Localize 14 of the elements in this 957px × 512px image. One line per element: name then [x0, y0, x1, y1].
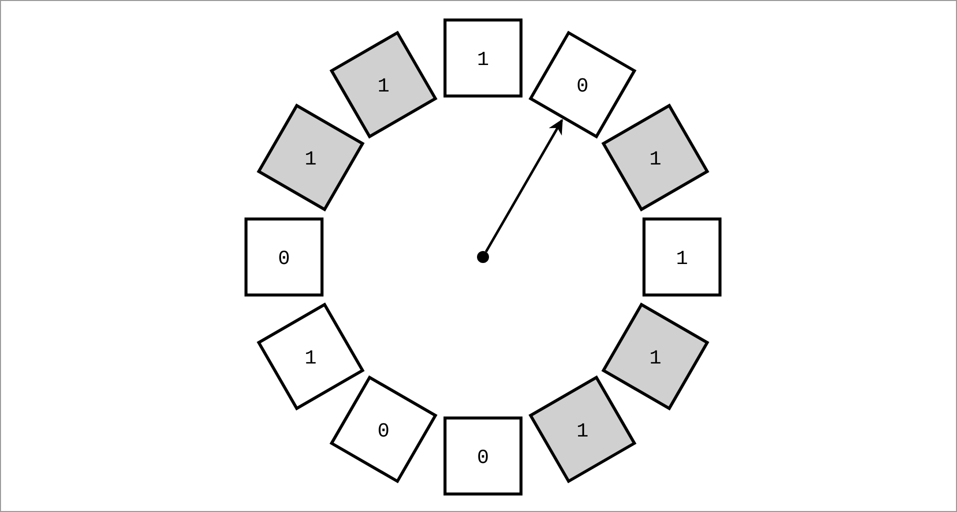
bit-cell: 1 — [330, 30, 438, 139]
bit-cell: 1 — [444, 18, 522, 98]
bit-cell: 0 — [330, 375, 438, 484]
pointer-arrow — [484, 118, 564, 252]
pivot-dot — [477, 251, 489, 263]
bit-cell: 1 — [256, 104, 365, 212]
bit-cell: 1 — [642, 218, 722, 296]
bit-cell: 0 — [244, 218, 324, 296]
bit-cell: 1 — [256, 302, 365, 410]
bit-cell: 1 — [601, 104, 710, 212]
bit-cell: 1 — [528, 375, 636, 484]
bit-cell: 0 — [444, 416, 522, 496]
bit-cell: 1 — [601, 302, 710, 410]
bit-cell: 0 — [528, 30, 636, 139]
